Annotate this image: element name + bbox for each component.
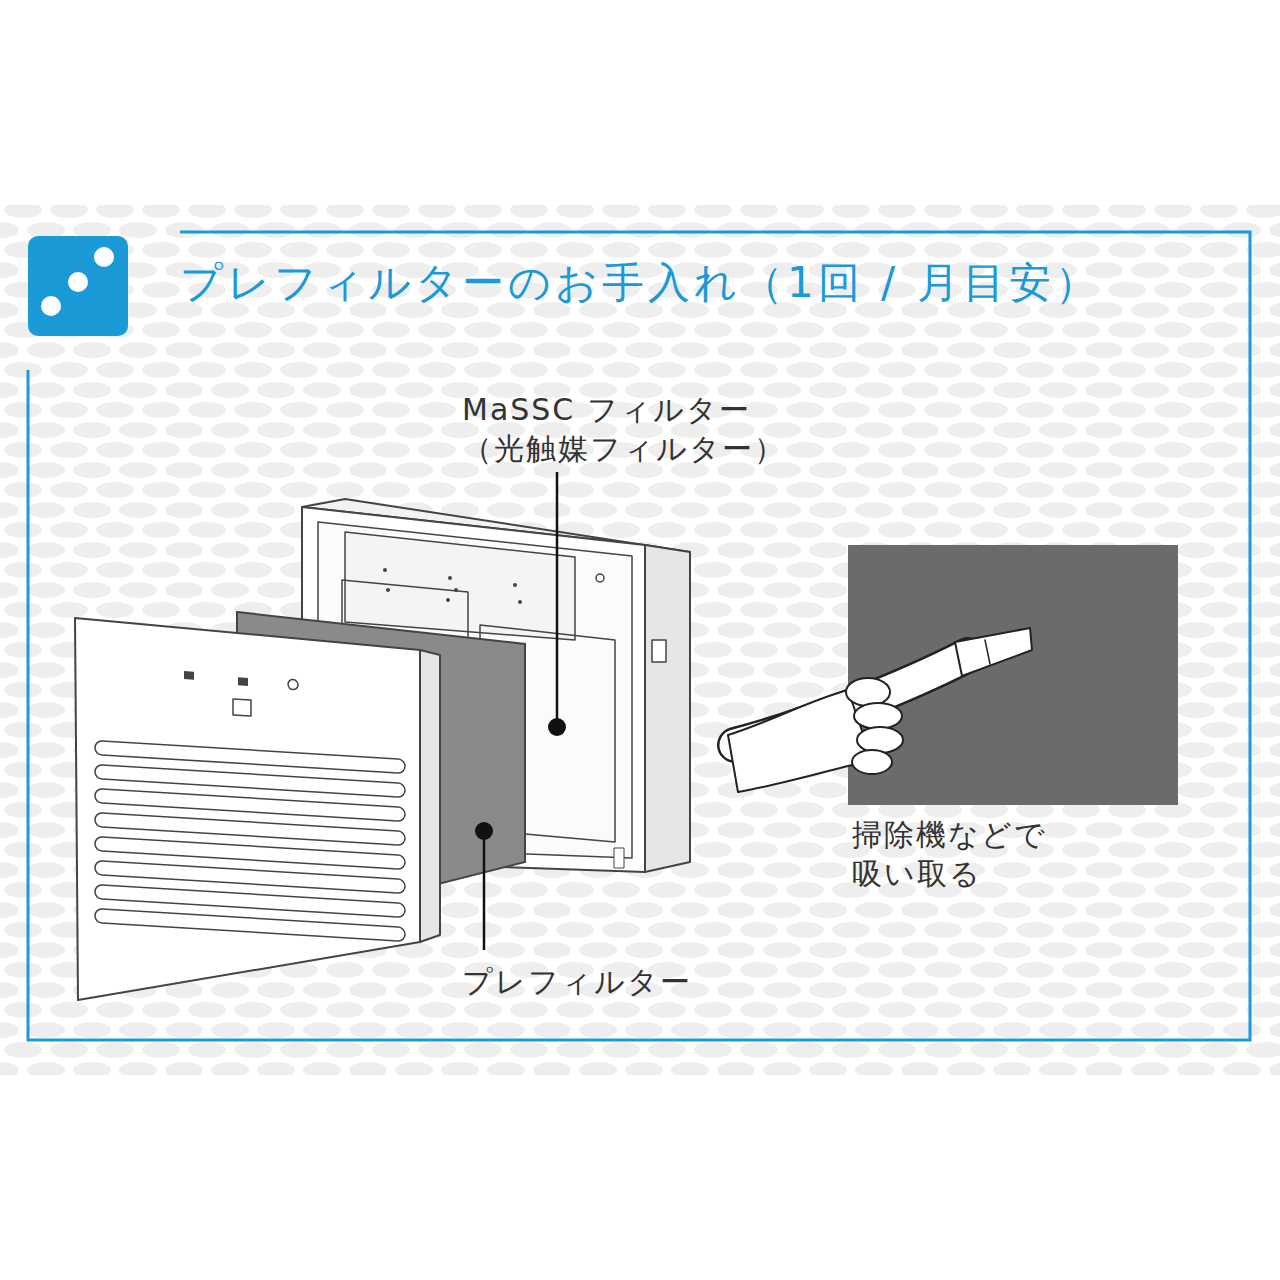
- part-label: MaSSC フィルター （光触媒フィルター）: [462, 390, 842, 468]
- leader-dot: [475, 822, 493, 840]
- leader-dot: [548, 718, 566, 736]
- leader-line: [556, 472, 559, 724]
- part-label: プレフィルター: [462, 962, 782, 1001]
- part-label: 掃除機などで 吸い取る: [852, 815, 1092, 893]
- vacuum-hand: [728, 628, 1032, 792]
- front-panel: [75, 618, 440, 1000]
- section-icon: [28, 236, 128, 336]
- frame: [28, 232, 1250, 1040]
- pattern-ground: [0, 205, 1280, 1075]
- leader-line: [483, 836, 486, 950]
- section-title: プレフィルターのお手入れ（1回 / 月目安）: [180, 258, 1240, 308]
